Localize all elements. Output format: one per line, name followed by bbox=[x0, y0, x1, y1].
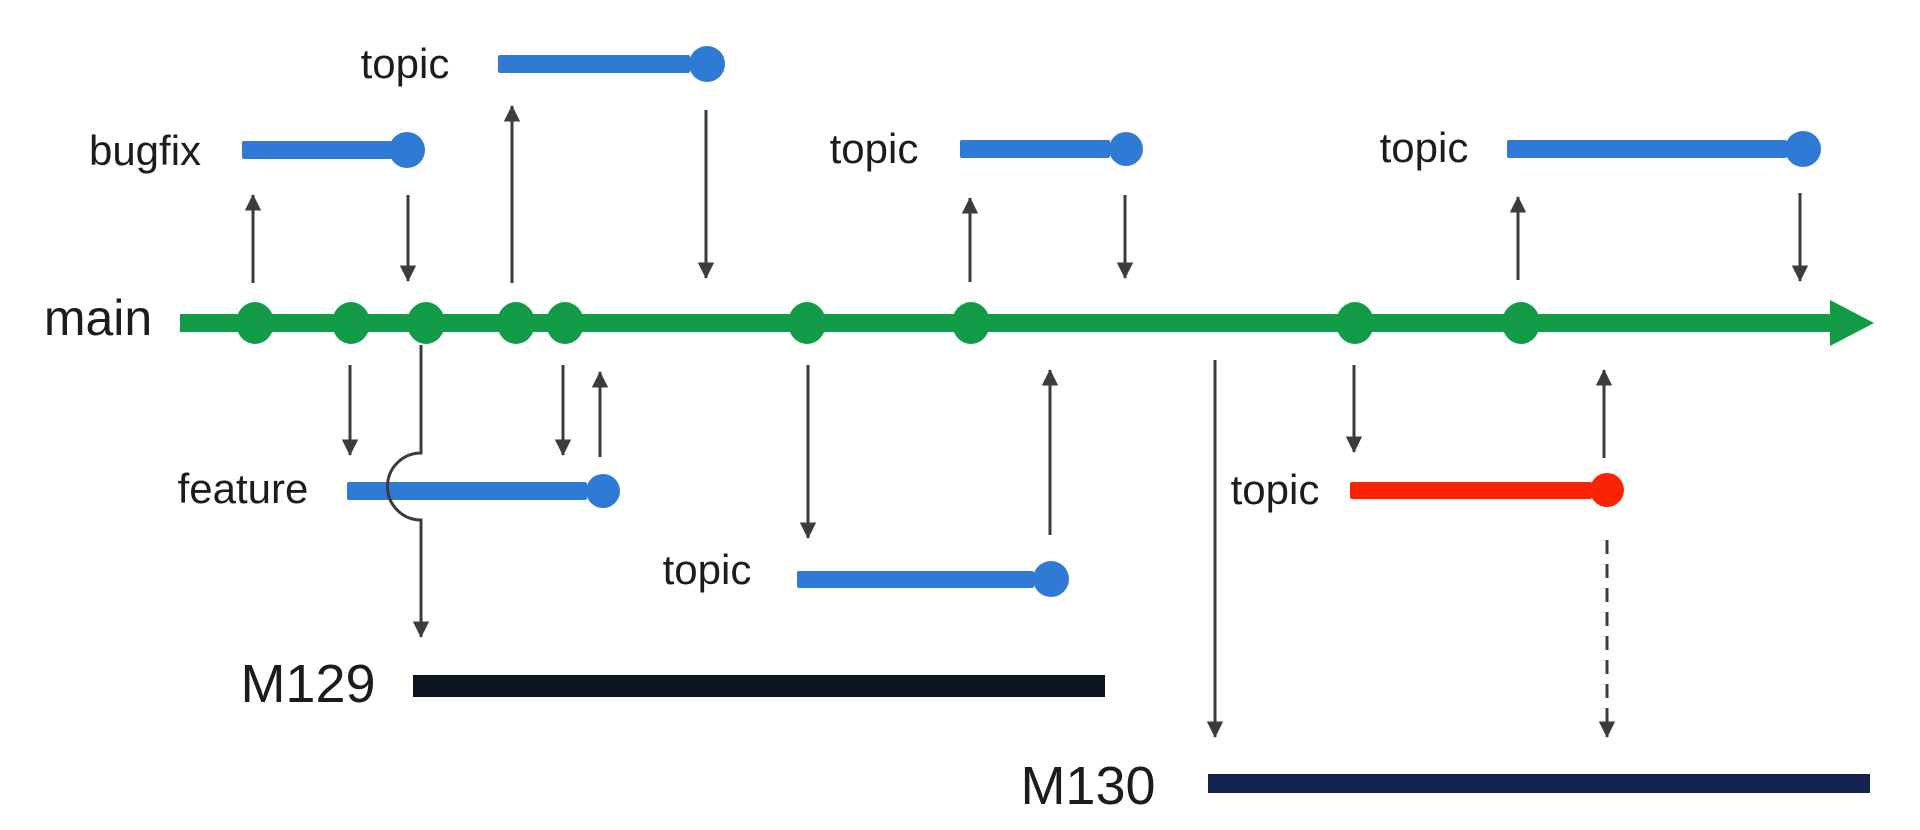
branch-bugfix bbox=[242, 132, 425, 168]
branch-label-feature: feature bbox=[177, 465, 309, 512]
branch-label-topic-top-left: topic bbox=[360, 40, 450, 87]
branch-topic-top-left bbox=[498, 46, 725, 82]
commit-dot bbox=[788, 302, 826, 344]
branch-topic-top-middle bbox=[960, 132, 1143, 166]
branch-feature bbox=[347, 474, 620, 508]
commit-dot bbox=[407, 302, 445, 344]
main-branch-arrowhead-icon bbox=[1830, 300, 1874, 346]
milestone-m130-bar bbox=[1208, 774, 1870, 793]
milestone-label-m130: M130 bbox=[1020, 756, 1156, 816]
branch-topic-top-right bbox=[1507, 131, 1821, 167]
commit-dot bbox=[546, 302, 584, 344]
commit-dot bbox=[1336, 302, 1374, 344]
milestone-m129-bar bbox=[413, 675, 1105, 697]
main-commit-dots bbox=[236, 302, 1540, 344]
arrow-main-to-m129-with-hop bbox=[386, 345, 430, 638]
branch-label-topic-bottom-middle: topic bbox=[662, 546, 752, 593]
branch-label-topic-red: topic bbox=[1230, 466, 1320, 513]
commit-dot bbox=[236, 302, 274, 344]
milestone-label-m129: M129 bbox=[240, 654, 376, 714]
main-branch-label: main bbox=[43, 290, 153, 346]
branch-topic-red bbox=[1350, 473, 1624, 507]
branch-label-topic-top-middle: topic bbox=[829, 125, 919, 172]
branch-label-bugfix: bugfix bbox=[88, 127, 202, 174]
main-branch-line bbox=[180, 300, 1874, 346]
commit-dot bbox=[332, 302, 370, 344]
commit-dot bbox=[497, 302, 535, 344]
branch-topic-bottom-middle bbox=[797, 561, 1069, 597]
commit-dot bbox=[1502, 302, 1540, 344]
commit-dot bbox=[952, 302, 990, 344]
branch-label-topic-top-right: topic bbox=[1379, 124, 1469, 171]
